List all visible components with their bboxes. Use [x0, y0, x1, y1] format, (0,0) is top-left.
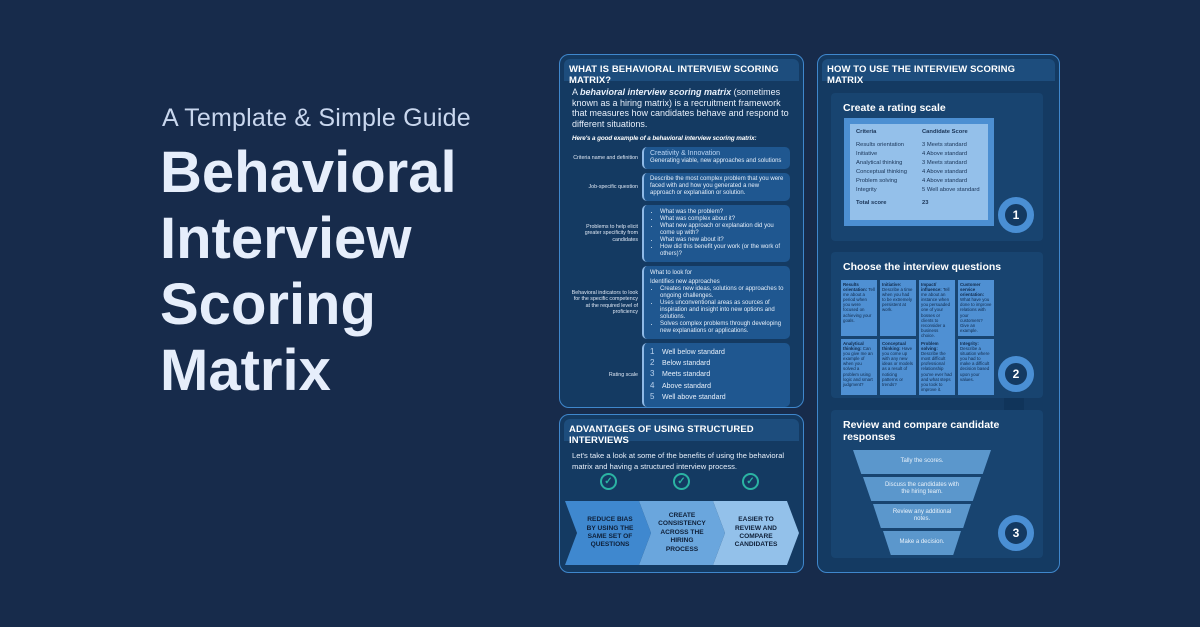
step-title: Review and compare candidate responses [843, 419, 1000, 443]
title-line: Interview [160, 206, 412, 271]
advantage-chevron: EASIER TO REVIEW AND COMPARE CANDIDATES [713, 501, 799, 565]
bullet: What was the problem? [660, 209, 784, 216]
funnel-stage: Review any additional notes. [873, 504, 971, 528]
advantages-panel: ADVANTAGES OF USING STRUCTURED INTERVIEW… [559, 414, 804, 573]
question-card: Customer service orientation: What have … [958, 280, 994, 336]
funnel-stage: Tally the scores. [853, 450, 991, 474]
row-text: Identifies new approaches [650, 279, 720, 285]
hero-subtitle: A Template & Simple Guide [162, 104, 471, 132]
matrix-row: Criteria name and definition Creativity … [560, 147, 803, 169]
check-icon: ✓ [673, 473, 690, 490]
step-number-badge: 3 [998, 515, 1034, 551]
example-label: Here's a good example of a behavioral in… [572, 135, 757, 142]
check-icon: ✓ [600, 473, 617, 490]
bullet: What was new about it? [660, 237, 784, 244]
question-card: Initiative: Describe a time when you had… [880, 280, 916, 336]
question-card: Integrity: Describe a situation where yo… [958, 339, 994, 395]
bullet: How did this benefit your work (or the w… [660, 244, 784, 258]
advantage-chevron: REDUCE BIAS BY USING THE SAME SET OF QUE… [565, 501, 651, 565]
check-icon: ✓ [742, 473, 759, 490]
row-label: Job-specific question [588, 183, 638, 190]
row-label: Behavioral indicators to look for the sp… [571, 289, 638, 315]
bullet: What was complex about it? [660, 216, 784, 223]
advantage-chevron: CREATE CONSISTENCY ACROSS THE HIRING PRO… [639, 501, 725, 565]
matrix-row: Problems to help elicit greater specific… [560, 205, 803, 262]
step-number-badge: 2 [998, 356, 1034, 392]
bullet: Solves complex problems through developi… [660, 321, 784, 335]
hero-title: Behavioral Interview Scoring Matrix [160, 140, 540, 404]
criteria-definition: Generating viable, new approaches and so… [650, 158, 782, 164]
panel-header: WHAT IS BEHAVIORAL INTERVIEW SCORING MAT… [564, 59, 799, 86]
criteria-title: Creativity & Innovation [650, 150, 721, 157]
matrix-rows: Criteria name and definition Creativity … [560, 147, 803, 407]
question-card: Results orientation: Tell me about a per… [841, 280, 877, 336]
step-title: Create a rating scale [843, 102, 946, 114]
question-card: Analytical thinking: Can you give me an … [841, 339, 877, 395]
step-review-compare: Review and compare candidate responses T… [831, 410, 1043, 558]
row-box: Describe the most complex problem that y… [642, 173, 790, 201]
row-box: What was the problem?What was complex ab… [642, 205, 790, 262]
question-card: Conceptual thinking: Have you come up wi… [880, 339, 916, 395]
step-title: Choose the interview questions [843, 261, 1002, 273]
row-label: Criteria name and definition [573, 154, 638, 161]
bullet: What new approach or explanation did you… [660, 223, 784, 237]
panel-header: ADVANTAGES OF USING STRUCTURED INTERVIEW… [564, 419, 799, 446]
title-line: Behavioral [160, 140, 457, 205]
funnel-stage: Discuss the candidates with the hiring t… [863, 477, 981, 501]
row-label: Problems to help elicit greater specific… [584, 223, 638, 243]
step-number-badge: 1 [998, 197, 1034, 233]
bullet: Uses unconventional areas as sources of … [660, 300, 784, 321]
intro-text: A behavioral interview scoring matrix (s… [572, 87, 789, 129]
how-to-panel: HOW TO USE THE INTERVIEW SCORING MATRIX … [817, 54, 1060, 573]
bullet: Creates new ideas, solutions or approach… [660, 286, 784, 300]
question-card: Impact/ influence: Tell me about an inst… [919, 280, 955, 341]
intro-text: Let's take a look at some of the benefit… [572, 451, 785, 471]
row-title: What to look for [650, 270, 693, 276]
matrix-row: Job-specific question Describe the most … [560, 173, 803, 201]
funnel-stage: Make a decision. [883, 531, 961, 555]
what-is-panel: WHAT IS BEHAVIORAL INTERVIEW SCORING MAT… [559, 54, 804, 408]
matrix-row: Behavioral indicators to look for the sp… [560, 266, 803, 339]
panel-header: HOW TO USE THE INTERVIEW SCORING MATRIX [822, 59, 1055, 86]
title-line: Scoring [160, 272, 376, 337]
question-card: Problem solving: Describe the most diffi… [919, 339, 955, 395]
row-label: Rating scale [608, 371, 638, 378]
step-interview-questions: Choose the interview questions Results o… [831, 252, 1043, 398]
title-line: Matrix [160, 338, 331, 403]
